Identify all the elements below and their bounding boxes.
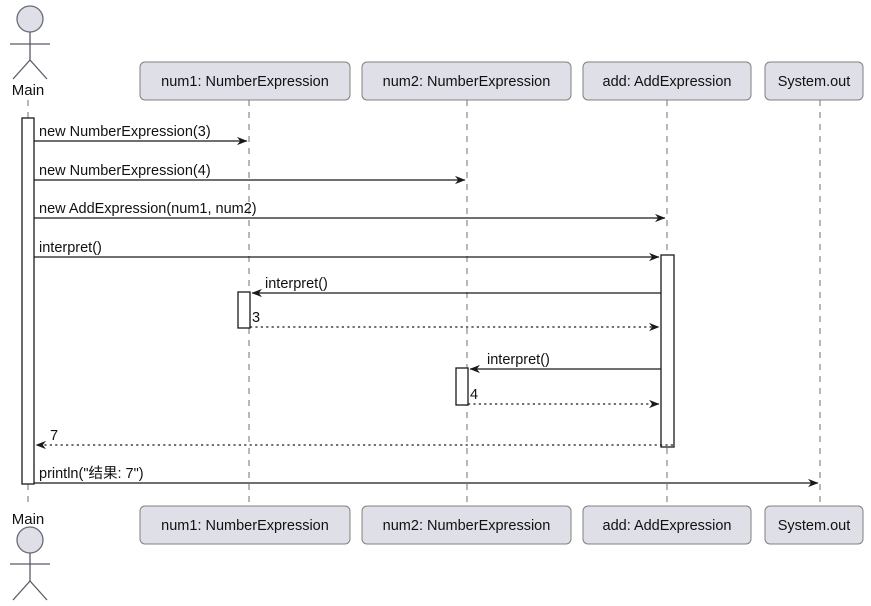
actor-left-leg-line <box>12 59 31 80</box>
actor-head-icon <box>16 5 44 33</box>
message-3-label: new AddExpression(num1, num2) <box>39 201 257 217</box>
participant-box-bottom-num1[interactable] <box>139 505 351 545</box>
participant-label-bottom-add: add: AddExpression <box>603 518 732 534</box>
activation-bar-num2 <box>455 367 469 406</box>
activation-bar-main <box>21 117 35 485</box>
participant-header-sysout[interactable]: System.out <box>764 61 864 101</box>
message-6[interactable]: 3 <box>250 310 660 332</box>
participant-footer-num1[interactable]: num1: NumberExpression <box>139 505 351 545</box>
message-5-label: interpret() <box>265 276 328 292</box>
message-9[interactable]: 7 <box>35 428 673 450</box>
message-7-label: interpret() <box>487 352 550 368</box>
message-4-label: interpret() <box>39 240 102 256</box>
actor-main-top: Main <box>10 5 50 120</box>
message-2-label: new NumberExpression(4) <box>39 163 211 179</box>
actor-head-bottom-icon <box>16 526 44 554</box>
participant-label-bottom-num1: num1: NumberExpression <box>161 518 329 534</box>
actor-main-bottom: Main <box>10 511 50 601</box>
participant-footer-sysout[interactable]: System.out <box>764 505 864 545</box>
participant-box-bottom-add[interactable] <box>582 505 752 545</box>
participant-label-bottom-sysout: System.out <box>778 518 851 534</box>
message-10-label: println("结果: 7") <box>39 465 144 482</box>
message-6-label: 3 <box>252 310 260 326</box>
message-8-label: 4 <box>470 387 478 403</box>
message-8[interactable]: 4 <box>468 387 660 409</box>
participant-box-add[interactable] <box>582 61 752 101</box>
message-1[interactable]: new NumberExpression(3) <box>34 124 248 146</box>
actor-left-leg-bottom-line <box>12 580 31 601</box>
participant-label-num1: num1: NumberExpression <box>161 74 329 90</box>
message-10[interactable]: println("结果: 7") <box>34 465 819 488</box>
participant-footer-add[interactable]: add: AddExpression <box>582 505 752 545</box>
message-3[interactable]: new AddExpression(num1, num2) <box>34 201 666 223</box>
message-9-label: 7 <box>50 428 58 444</box>
participant-header-num2[interactable]: num2: NumberExpression <box>361 61 572 101</box>
message-2[interactable]: new NumberExpression(4) <box>34 163 466 185</box>
message-7[interactable]: interpret() <box>469 352 661 374</box>
participant-header-num1[interactable]: num1: NumberExpression <box>139 61 351 101</box>
participant-box-num1[interactable] <box>139 61 351 101</box>
actor-right-leg-bottom-line <box>29 580 48 601</box>
activation-bar-add <box>660 254 675 448</box>
participant-box-bottom-sysout[interactable] <box>764 505 864 545</box>
participant-label-num2: num2: NumberExpression <box>383 74 551 90</box>
participant-label-add: add: AddExpression <box>603 74 732 90</box>
participant-box-num2[interactable] <box>361 61 572 101</box>
participant-label-bottom-num2: num2: NumberExpression <box>383 518 551 534</box>
message-5[interactable]: interpret() <box>251 276 661 298</box>
message-4[interactable]: interpret() <box>34 240 660 262</box>
actor-label-bottom: Main <box>12 511 45 528</box>
participant-box-bottom-num2[interactable] <box>361 505 572 545</box>
participant-box-sysout[interactable] <box>764 61 864 101</box>
actor-right-leg-line <box>29 59 48 80</box>
participant-label-sysout: System.out <box>778 74 851 90</box>
message-1-label: new NumberExpression(3) <box>39 124 211 140</box>
activation-bar-num1 <box>237 291 251 329</box>
participant-header-add[interactable]: add: AddExpression <box>582 61 752 101</box>
participant-footer-num2[interactable]: num2: NumberExpression <box>361 505 572 545</box>
actor-label-top: Main <box>12 82 45 99</box>
